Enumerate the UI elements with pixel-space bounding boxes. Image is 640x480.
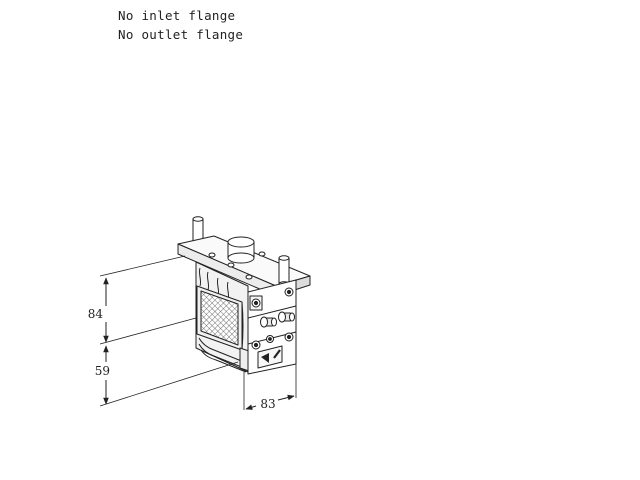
front-face [247, 279, 297, 375]
extension-lines [99, 255, 297, 410]
note-no-outlet-flange: No outlet flange [118, 27, 244, 42]
left-post [192, 216, 204, 246]
filter-grille [195, 285, 244, 351]
dimension-line-83 [245, 404, 257, 410]
dimension-label-59: 59 [95, 364, 110, 378]
unit-body [177, 216, 311, 375]
dimension-label-84: 84 [88, 307, 104, 321]
dimension-83: 83 [245, 394, 295, 411]
dimension-label-83: 83 [260, 397, 275, 411]
label-plates [257, 345, 283, 369]
center-cylinder [227, 236, 255, 264]
pipe-connectors [260, 311, 295, 328]
dimension-59: 59 [95, 345, 110, 405]
dimension-84: 84 [88, 277, 109, 343]
note-no-inlet-flange: No inlet flange [118, 8, 236, 23]
